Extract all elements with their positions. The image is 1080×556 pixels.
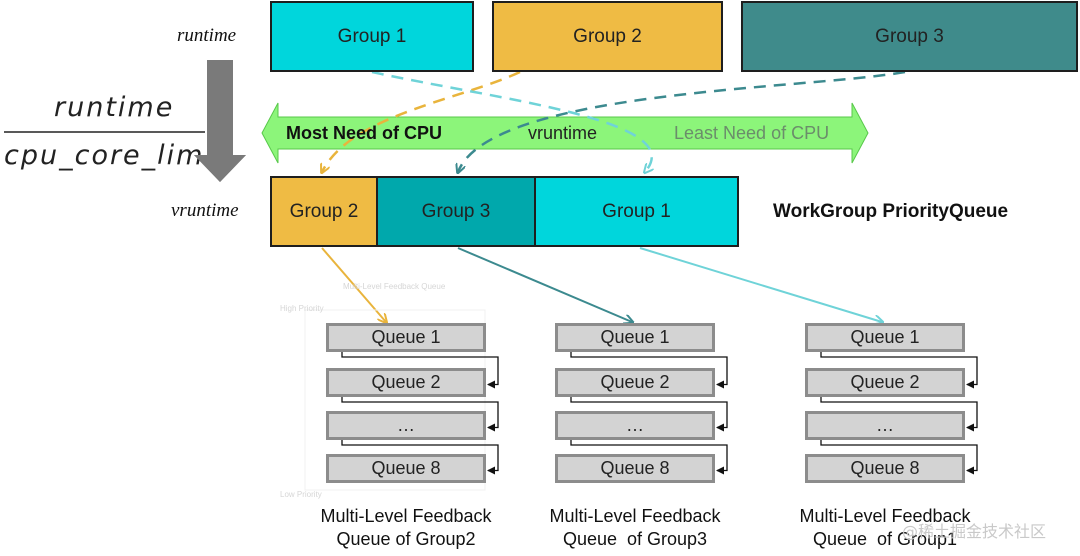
feedback-connector <box>820 440 978 475</box>
fraction-denominator: cpu_core_limit <box>4 140 208 171</box>
band-left-text: Most Need of CPU <box>286 123 443 143</box>
pq-item-group3: Group 3 <box>376 176 536 247</box>
pq-item-group2: Group 2 <box>270 176 378 247</box>
dashed-arrow-group3 <box>458 70 906 172</box>
band-right-text: Least Need of CPU <box>674 123 830 143</box>
top-group-1: Group 1 <box>270 1 474 72</box>
dashed-arrow-group1 <box>371 70 652 172</box>
top-group-3: Group 3 <box>741 1 1078 72</box>
arrow-to-mlfq-group3 <box>457 247 632 322</box>
faint-mlfq-title: Multi-Level Feedback Queue <box>343 282 446 291</box>
mlfq-group3-caption-line1: Multi-Level Feedback <box>549 506 721 526</box>
mlfq-group3-caption-line2: Queue of Group3 <box>562 529 708 549</box>
vruntime-label: vruntime <box>171 200 239 221</box>
feedback-connector <box>570 440 728 475</box>
mlfq-group2-caption-line2: Queue of Group2 <box>336 529 476 549</box>
mlfq-group1-caption: Multi-Level Feedback Queue of Group1 <box>770 505 1000 551</box>
arrow-to-mlfq-group1 <box>639 247 882 322</box>
mlfq-group2-queue-ellipsis: … <box>326 411 486 440</box>
pq-item-group1: Group 1 <box>534 176 739 247</box>
mlfq-group3-queue-1: Queue 1 <box>555 323 715 352</box>
band-center-text: vruntime <box>528 123 598 143</box>
faint-ghost-box <box>304 309 486 491</box>
feedback-connector <box>341 397 499 432</box>
priority-queue-title: WorkGroup PriorityQueue <box>773 201 1009 222</box>
mlfq-group1-queue-8: Queue 8 <box>805 454 965 483</box>
mlfq-group1-caption-line2: Queue of Group1 <box>812 529 958 549</box>
mlfq-group2-queue-8: Queue 8 <box>326 454 486 483</box>
top-group-2: Group 2 <box>492 1 723 72</box>
mlfq-group2-caption-line1: Multi-Level Feedback <box>320 506 492 526</box>
mlfq-group3-queue-8: Queue 8 <box>555 454 715 483</box>
feedback-connector <box>820 397 978 432</box>
faint-high-priority: High Priority <box>280 304 324 313</box>
mlfq-group2-caption: Multi-Level Feedback Queue of Group2 <box>291 505 521 551</box>
mlfq-group1-caption-line1: Multi-Level Feedback <box>799 506 971 526</box>
runtime-label: runtime <box>177 25 237 46</box>
watermark: @稀土掘金技术社区 <box>902 522 1047 541</box>
feedback-connector <box>570 352 728 389</box>
mlfq-group1-queue-2: Queue 2 <box>805 368 965 397</box>
mlfq-group1-queue-1: Queue 1 <box>805 323 965 352</box>
mlfq-group3-caption: Multi-Level Feedback Queue of Group3 <box>520 505 750 551</box>
feedback-connector <box>570 397 728 432</box>
mlfq-group3-queue-ellipsis: … <box>555 411 715 440</box>
dashed-arrow-group2 <box>322 70 521 172</box>
feedback-connector <box>341 352 499 389</box>
feedback-connector <box>341 440 499 475</box>
mlfq-group2-queue-2: Queue 2 <box>326 368 486 397</box>
mlfq-group3-queue-2: Queue 2 <box>555 368 715 397</box>
mlfq-group2-queue-1: Queue 1 <box>326 323 486 352</box>
priority-band-arrow <box>261 102 869 164</box>
feedback-connector <box>820 352 978 389</box>
faint-low-priority: Low Priority <box>280 490 322 499</box>
mlfq-group1-queue-ellipsis: … <box>805 411 965 440</box>
fraction-numerator: runtime <box>54 92 175 123</box>
